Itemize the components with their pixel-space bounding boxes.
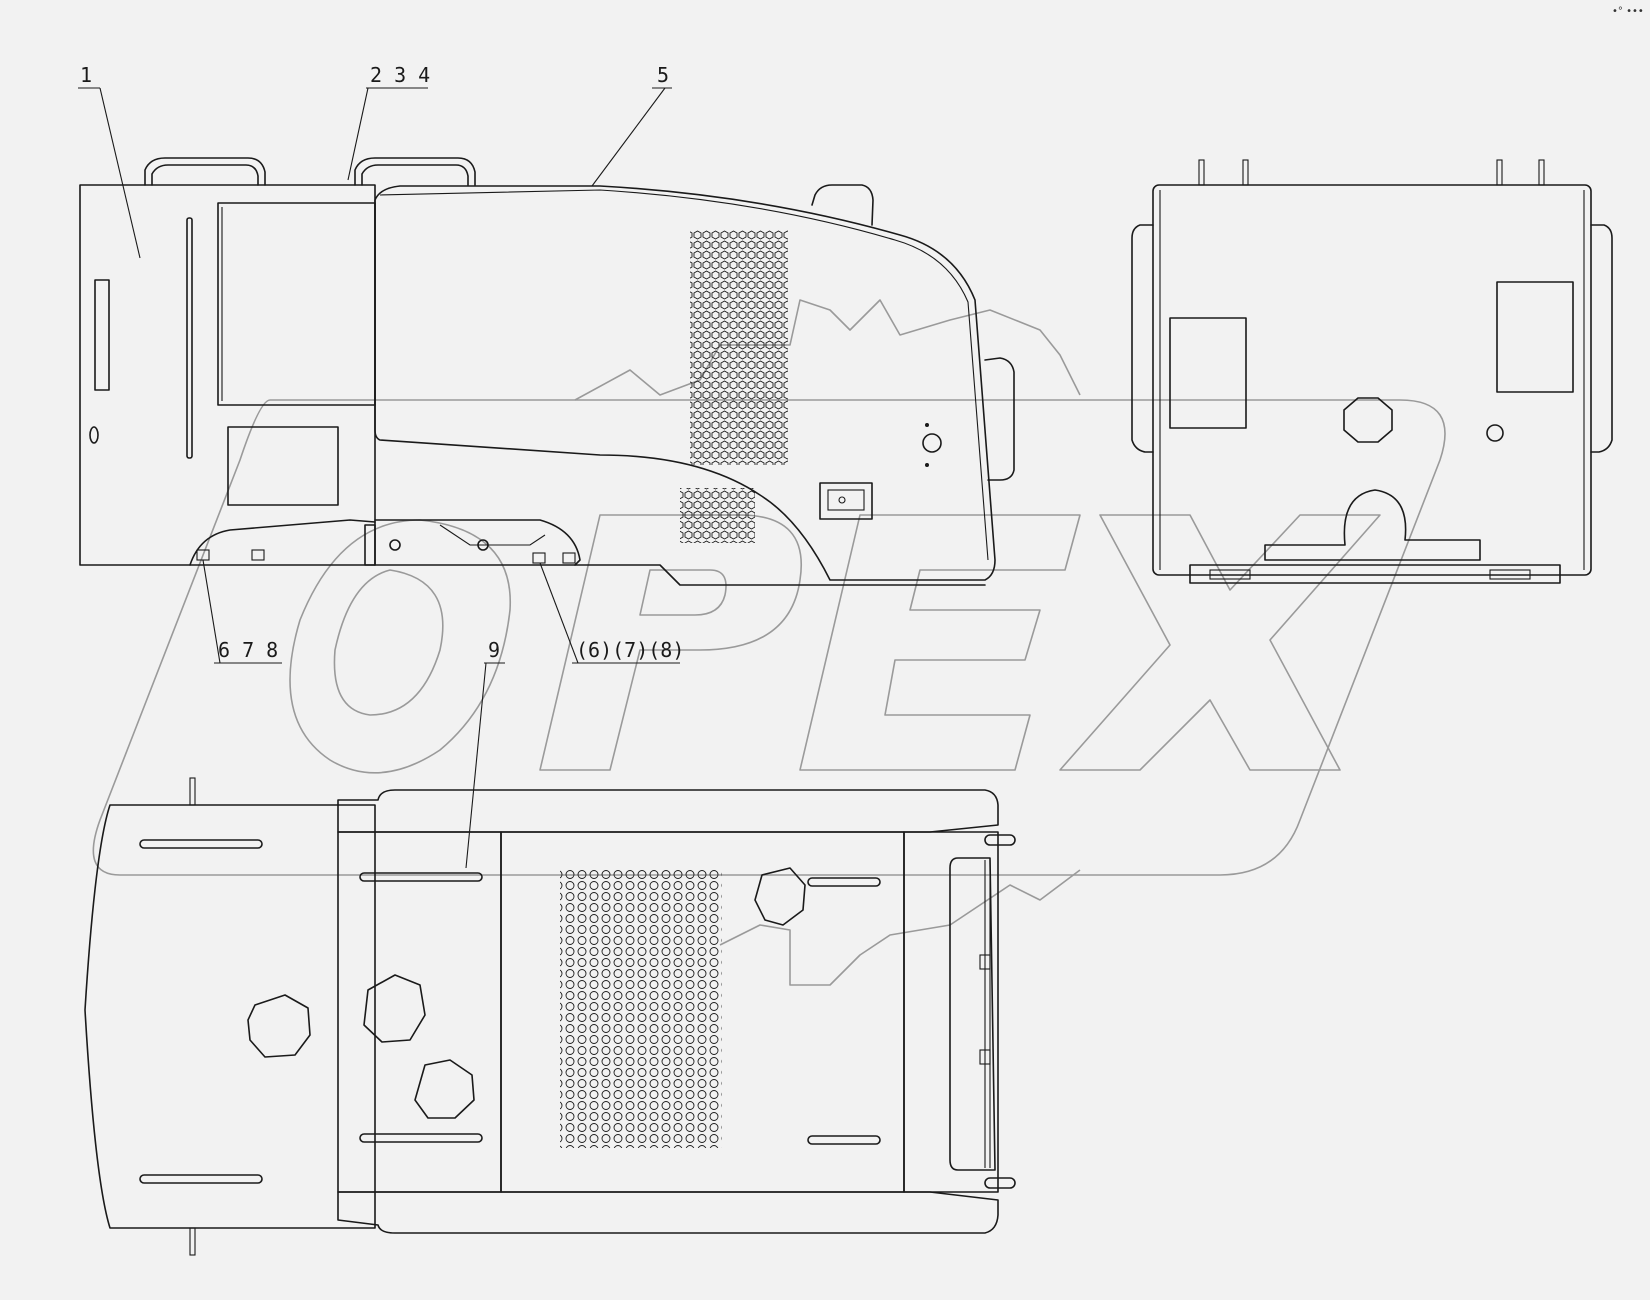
bolt-right [532, 552, 546, 564]
rear-handle-left [1131, 224, 1154, 453]
top-slot-2 [139, 1174, 263, 1184]
callout-678b: (6)(7)(8) [539, 562, 684, 664]
rear-plate-right [1496, 281, 1574, 393]
engine-hood [374, 185, 996, 581]
top-cover-front [903, 831, 999, 1193]
top-view [84, 777, 1016, 1256]
hood-handle-top [811, 184, 874, 226]
lift-handle-1 [144, 157, 266, 186]
access-door-upper [217, 202, 376, 406]
rear-handle-right [1590, 224, 1613, 453]
radiator-screen [949, 857, 996, 1171]
callout-label-678b: (6)(7)(8) [576, 638, 684, 662]
top-rail-lower [337, 1191, 999, 1234]
slot-vertical [186, 217, 193, 459]
callout-234: 2 3 4 [347, 63, 430, 181]
corner-mark: •° ••• [1612, 6, 1644, 17]
callout-label-234: 2 3 4 [370, 63, 430, 87]
lift-handle-2 [354, 157, 476, 186]
rear-bottom-rail [1189, 564, 1561, 584]
watermark-logo [92, 299, 1446, 986]
hood-handle-side [984, 357, 1015, 481]
top-rear-panel [84, 804, 376, 1229]
callout-label-1: 1 [80, 63, 92, 87]
rear-cover-panel [79, 184, 376, 566]
callout-1: 1 [78, 63, 141, 259]
top-grille-mesh [560, 868, 722, 1148]
callout-9: 9 [465, 638, 505, 869]
rear-view-body [1152, 184, 1592, 576]
rear-view [1131, 159, 1613, 584]
hood-grille-mesh [690, 230, 788, 465]
hood-latch [819, 482, 873, 520]
callout-label-678: 6 7 8 [218, 638, 278, 662]
callout-678: 6 7 8 [202, 559, 282, 664]
top-rail-upper [337, 789, 999, 833]
top-slot-1 [139, 839, 263, 849]
slot-handle-left [94, 279, 110, 391]
top-cover-left [337, 831, 502, 1193]
rear-plate-left [1169, 317, 1247, 429]
callout-label-9: 9 [488, 638, 500, 662]
side-view [79, 157, 1015, 586]
access-plate-lower [227, 426, 339, 506]
hood-lower-vent [680, 488, 755, 543]
callout-label-5: 5 [657, 63, 669, 87]
callout-5: 5 [591, 63, 672, 187]
